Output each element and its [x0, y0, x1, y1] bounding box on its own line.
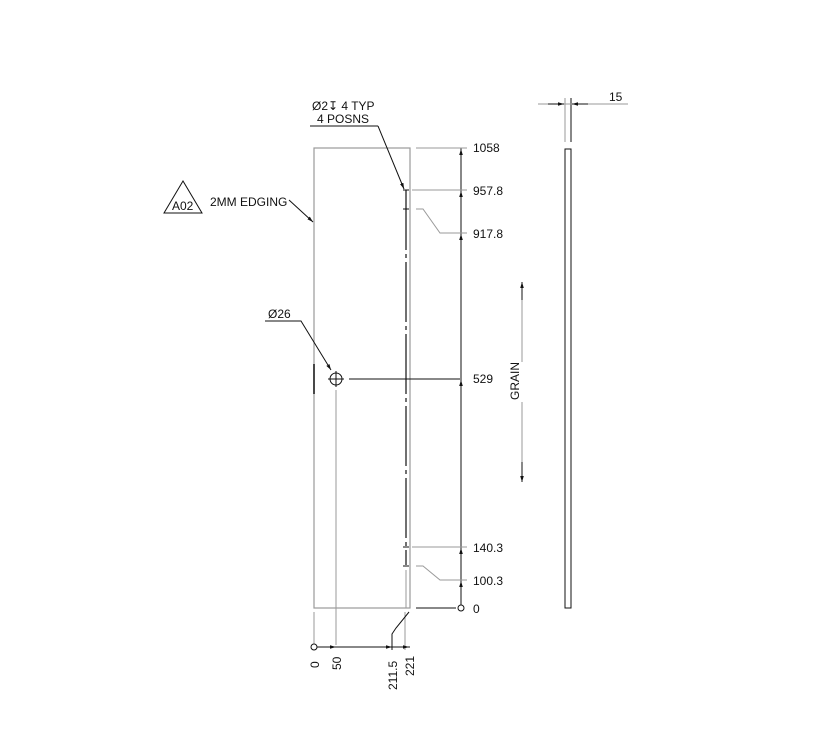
- grain-label: GRAIN: [508, 362, 522, 400]
- vertical-dimensions: 1058 957.8 917.8 529 140.3 100.3 0: [412, 141, 503, 616]
- grain-direction: GRAIN: [508, 282, 536, 482]
- panel-front-view: [313, 147, 411, 609]
- dim-50: 50: [330, 656, 344, 670]
- dim-100-3: 100.3: [473, 574, 503, 588]
- dim-221: 221: [403, 656, 417, 676]
- dim-529: 529: [473, 372, 493, 386]
- part-tag: A02: [163, 180, 203, 214]
- edging-label: 2MM EDGING: [210, 195, 287, 209]
- dim-211-5: 211.5: [386, 661, 400, 690]
- dim-0-horizontal: 0: [308, 661, 322, 668]
- dim-0-vertical: 0: [473, 602, 480, 616]
- hole-note-line2: 4 POSNS: [317, 112, 369, 126]
- dim-140-3: 140.3: [473, 541, 503, 555]
- thickness-dim: 15: [609, 90, 623, 104]
- large-hole-symbol: [328, 371, 460, 645]
- panel-side-view: 15: [538, 90, 628, 609]
- large-hole-callout: Ø26: [265, 307, 332, 371]
- hole-note-callout: Ø2↧ 4 TYP 4 POSNS: [310, 99, 405, 190]
- dim-957-8: 957.8: [473, 184, 503, 198]
- dim-1058: 1058: [473, 141, 500, 155]
- horizontal-dimensions: 0 50 211.5 221: [308, 611, 417, 690]
- hole-note-line1: Ø2↧ 4 TYP: [312, 99, 375, 113]
- edging-callout: 2MM EDGING: [210, 195, 314, 223]
- large-hole-label: Ø26: [268, 307, 291, 321]
- dim-917-8: 917.8: [473, 227, 503, 241]
- part-tag-label: A02: [172, 199, 194, 213]
